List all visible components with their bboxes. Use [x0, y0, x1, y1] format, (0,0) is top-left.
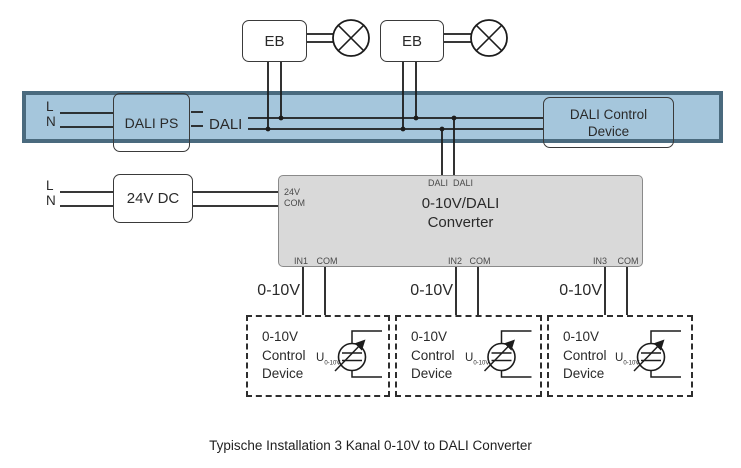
eb2-bus-drop	[402, 62, 417, 129]
device-line3: Device	[411, 366, 453, 381]
control-device-text-1: 0-10V Control Device	[262, 328, 306, 384]
psu-box: 24V DC	[113, 174, 193, 223]
device-line3: Device	[563, 366, 605, 381]
converter-dali-terminal-2: DALI	[452, 178, 473, 188]
channel2-com-terminal: COM	[469, 256, 491, 266]
bus-neutral-label: N	[46, 114, 56, 129]
bus-phase-label: L	[46, 99, 54, 114]
eb-label: EB	[401, 32, 422, 50]
eb-box-1: EB	[242, 20, 307, 62]
psu-converter-wires	[193, 191, 278, 207]
channel1-signal-label: 0-10V	[257, 282, 300, 299]
lamp-icon	[470, 19, 508, 57]
u-signal-label-2: U0-10V	[465, 352, 490, 367]
channel3-wires	[604, 267, 628, 315]
channel3-com-terminal: COM	[617, 256, 639, 266]
lamp-icon	[332, 19, 370, 57]
eb2-lamp-link	[444, 33, 471, 43]
converter-dali-drop	[441, 118, 455, 176]
diagram-caption: Typische Installation 3 Kanal 0-10V to D…	[209, 438, 532, 453]
converter-title-line1: 0-10V/DALI	[421, 195, 500, 212]
device-line2: Control	[563, 347, 607, 363]
device-line1: 0-10V	[262, 329, 299, 344]
device-line3: Device	[262, 366, 304, 381]
converter-terminal-com: COM	[284, 198, 305, 208]
junction-dots	[265, 115, 457, 132]
dali-bus-band	[22, 91, 723, 143]
channel1-in-terminal: IN1	[293, 256, 308, 266]
dali-control-device-line2: Device	[587, 123, 630, 139]
channel1-com-terminal: COM	[316, 256, 338, 266]
device-line1: 0-10V	[563, 329, 600, 344]
psu-label: 24V DC	[126, 190, 180, 207]
channel1-wires	[302, 267, 326, 315]
converter-box	[278, 175, 643, 267]
dali-ps-label: DALI PS	[124, 114, 179, 131]
channel3-signal-label: 0-10V	[559, 282, 602, 299]
device-line2: Control	[262, 347, 306, 363]
control-device-box-1	[246, 315, 390, 397]
dali-control-device-box: DALI Control Device	[543, 97, 674, 148]
voltage-source-icon	[334, 330, 382, 378]
channel2-in-terminal: IN2	[447, 256, 462, 266]
psu-input-wires	[60, 191, 113, 207]
u-signal-sub: 0-10V	[324, 360, 341, 367]
dali-ps-output-stubs	[191, 111, 203, 127]
psu-phase-label: L	[46, 178, 54, 193]
converter-dali-terminal-1: DALI	[427, 178, 448, 188]
u-signal-label-3: U0-10V	[615, 352, 640, 367]
channel3-in-terminal: IN3	[592, 256, 607, 266]
dali-control-device-line1: DALI Control	[569, 106, 648, 122]
channel2-signal-label: 0-10V	[410, 282, 453, 299]
eb1-bus-drop	[267, 62, 282, 129]
dali-bus-label: DALI	[209, 116, 243, 133]
device-line1: 0-10V	[411, 329, 448, 344]
control-device-text-3: 0-10V Control Device	[563, 328, 607, 384]
eb-box-2: EB	[380, 20, 444, 62]
control-device-box-3	[547, 315, 693, 397]
u-signal-label-1: U0-10V	[316, 352, 341, 367]
device-line2: Control	[411, 347, 455, 363]
converter-title-line2: Converter	[427, 214, 494, 231]
dali-ps-box: DALI PS	[113, 93, 190, 152]
u-signal-sub: 0-10V	[473, 360, 490, 367]
voltage-source-icon	[633, 330, 681, 378]
voltage-source-icon	[483, 330, 532, 378]
u-signal-sub: 0-10V	[623, 360, 640, 367]
dali-bus-wires	[248, 117, 543, 130]
eb-label: EB	[264, 32, 285, 50]
control-device-text-2: 0-10V Control Device	[411, 328, 455, 384]
eb1-lamp-link	[307, 33, 334, 43]
psu-neutral-label: N	[46, 193, 56, 208]
channel2-wires	[455, 267, 479, 315]
control-device-box-2	[395, 315, 542, 397]
converter-terminal-24v: 24V	[284, 187, 301, 197]
